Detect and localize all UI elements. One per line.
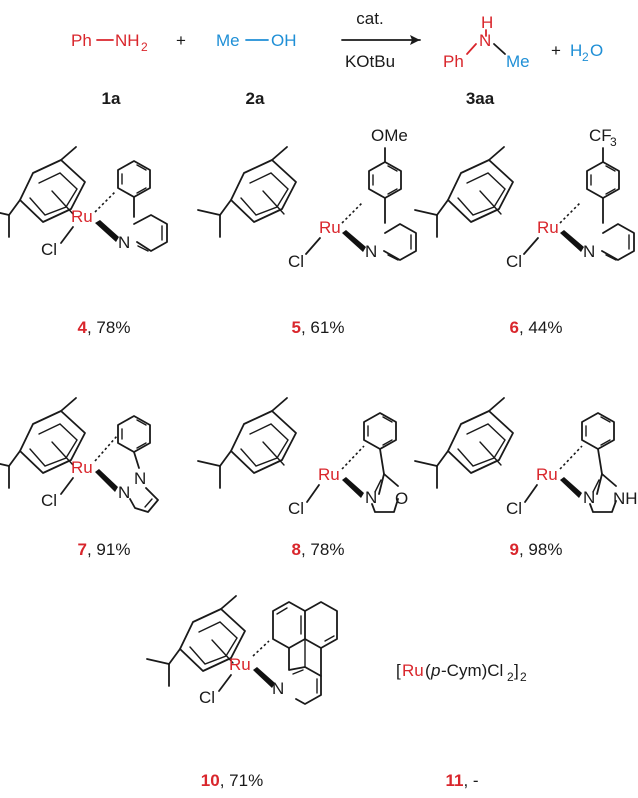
catalyst-6-structure: Ru Cl N CF 3 xyxy=(414,126,635,271)
caption-7: 7, 91% xyxy=(78,540,131,559)
product-me: Me xyxy=(506,52,530,71)
reaction-equation: Ph NH 2 + Me OH cat. KOtBu H N Ph Me + H… xyxy=(71,9,603,108)
product-ph: Ph xyxy=(443,52,464,71)
ru-atom: Ru xyxy=(229,655,251,674)
cf3-group: CF xyxy=(589,126,612,145)
catalyst-11-formula: [ Ru ( p -Cym)Cl 2 ] 2 xyxy=(396,661,527,684)
dimer-sub2: 2 xyxy=(520,670,527,684)
dimer-sub1: 2 xyxy=(507,670,514,684)
water-sub: 2 xyxy=(582,50,589,64)
label-2a: 2a xyxy=(246,89,265,108)
ru-atom: Ru xyxy=(318,465,340,484)
label-3aa: 3aa xyxy=(466,89,495,108)
label-1a: 1a xyxy=(102,89,121,108)
reagent-base: KOtBu xyxy=(345,52,395,71)
dimer-rest: -Cym)Cl xyxy=(441,661,503,680)
compound-captions: 4, 78% 5, 61% 6, 44% 7, 91% 8, 78% 9, 98… xyxy=(78,318,563,790)
ome-group: OMe xyxy=(371,126,408,145)
product-h: H xyxy=(481,13,493,32)
ru-atom: Ru xyxy=(71,458,93,477)
caption-4: 4, 78% xyxy=(78,318,131,337)
catalyst-10-structure: Ru Cl N xyxy=(146,595,338,707)
catalyst-4-structure: Ru Cl N xyxy=(0,146,168,259)
caption-10: 10, 71% xyxy=(201,771,263,790)
ru-atom: Ru xyxy=(319,218,341,237)
nh-group: NH xyxy=(613,489,638,508)
reactant1-nh-sub: 2 xyxy=(141,40,148,54)
caption-11: 11, - xyxy=(445,771,478,790)
cl-atom: Cl xyxy=(199,688,215,707)
catalyst-8-structure: Ru Cl N O xyxy=(197,397,408,518)
caption-9: 9, 98% xyxy=(510,540,563,559)
dimer-p: p xyxy=(430,661,440,680)
cl-atom: Cl xyxy=(506,252,522,271)
n-atom: N xyxy=(365,488,377,507)
n-atom: N xyxy=(272,679,284,698)
reagent-catalyst: cat. xyxy=(356,9,383,28)
ru-atom: Ru xyxy=(537,218,559,237)
reactant2-oh: OH xyxy=(271,31,297,50)
caption-5: 5, 61% xyxy=(292,318,345,337)
catalyst-5-structure: Ru Cl N OMe xyxy=(197,126,417,271)
water-o: O xyxy=(590,41,603,60)
reactant2-me: Me xyxy=(216,31,240,50)
reactant1-nh: NH xyxy=(115,31,140,50)
cf3-subscript: 3 xyxy=(610,135,617,149)
cl-atom: Cl xyxy=(288,252,304,271)
cl-atom: Cl xyxy=(41,491,57,510)
ru-atom: Ru xyxy=(71,207,93,226)
product-n: N xyxy=(479,31,491,50)
o-atom: O xyxy=(395,489,408,508)
ru-atom: Ru xyxy=(536,465,558,484)
plus-sign-2: + xyxy=(551,41,561,60)
cl-atom: Cl xyxy=(41,240,57,259)
dimer-bracket-close: ] xyxy=(514,661,519,680)
n-atom: N xyxy=(118,233,130,252)
cl-atom: Cl xyxy=(506,499,522,518)
dimer-ru: Ru xyxy=(402,661,424,680)
cl-atom: Cl xyxy=(288,499,304,518)
n-atom: N xyxy=(583,488,595,507)
n-atom: N xyxy=(365,242,377,261)
caption-8: 8, 78% xyxy=(292,540,345,559)
catalyst-7-structure: Ru Cl N N xyxy=(0,397,159,513)
caption-6: 6, 44% xyxy=(510,318,563,337)
n-atom: N xyxy=(118,483,130,502)
n-atom: N xyxy=(583,242,595,261)
water-h: H xyxy=(570,41,582,60)
n-atom-2: N xyxy=(134,469,146,488)
catalyst-9-structure: Ru Cl N NH xyxy=(414,397,638,518)
plus-sign-1: + xyxy=(176,31,186,50)
dimer-paren: ( xyxy=(425,661,431,680)
reactant1-ph: Ph xyxy=(71,31,92,50)
dimer-bracket-open: [ xyxy=(396,661,401,680)
